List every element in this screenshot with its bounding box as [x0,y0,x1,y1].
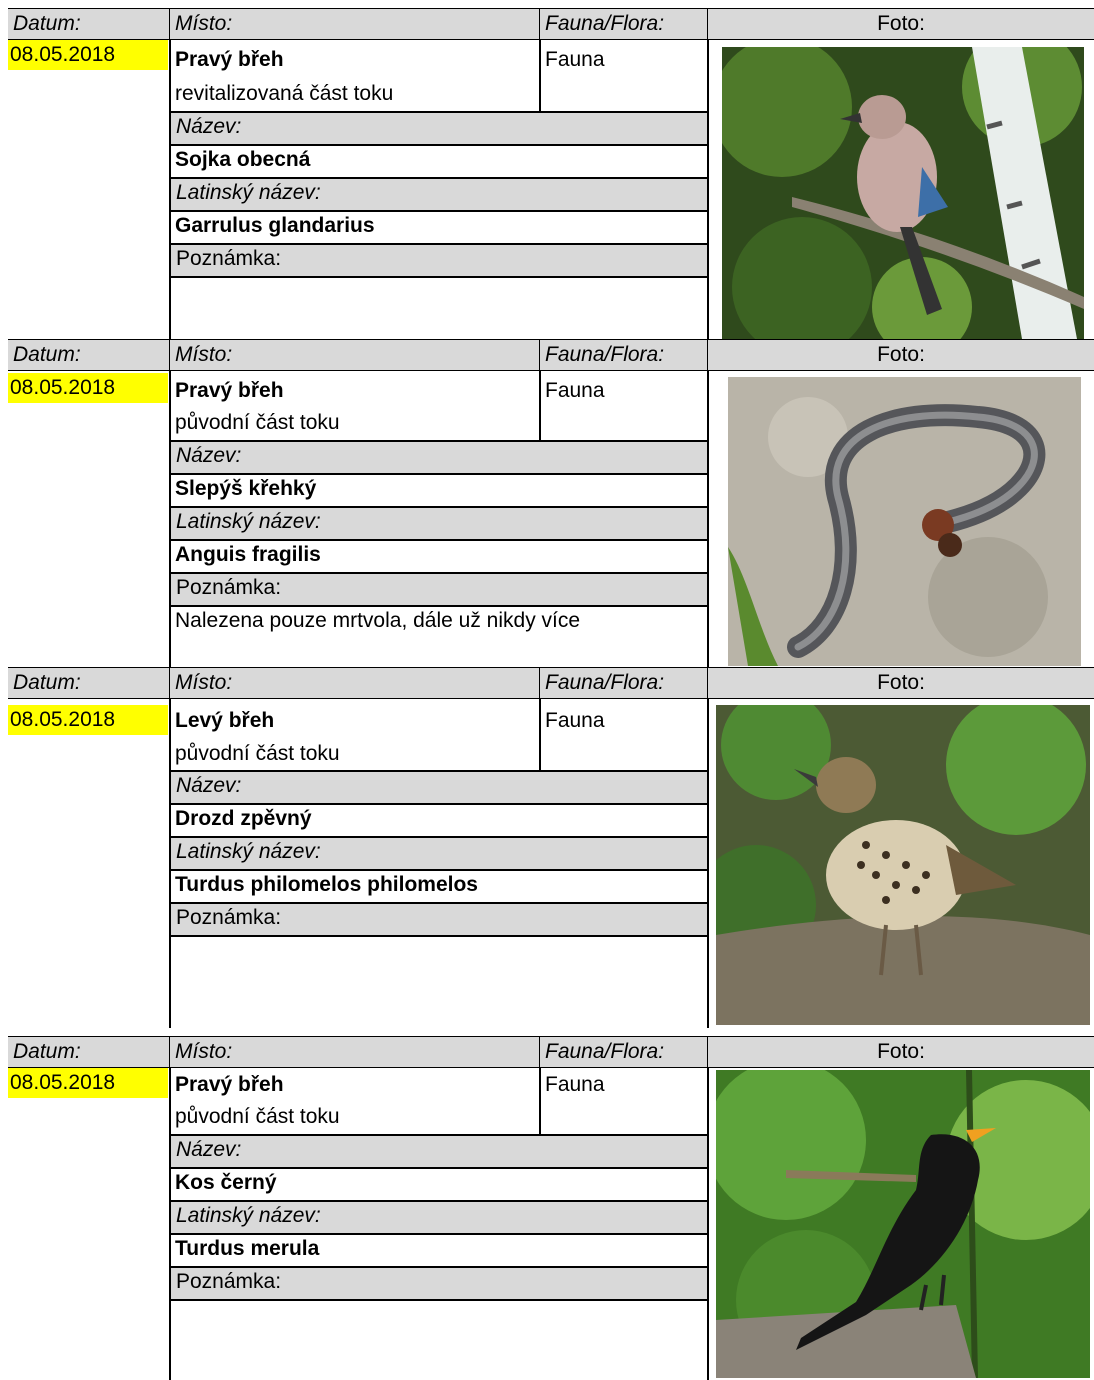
date-value: 08.05.2018 [8,1068,168,1098]
place-value: Pravý břeh [175,48,284,71]
date-header: Datum: [8,667,170,699]
latin-label: Latinský název: [171,507,708,539]
name-label: Název: [171,112,708,144]
date-value: 08.05.2018 [8,373,168,403]
species-name: Slepýš křehký [175,477,317,500]
latin-name: Turdus merula [175,1237,320,1260]
note-label: Poznámka: [171,244,708,276]
note-label: Poznámka: [171,1267,708,1299]
latin-name: Turdus philomelos philomelos [175,873,478,896]
place-header: Místo: [170,1036,540,1068]
record-block: Datum: Místo: Fauna/Flora: Foto: 08.05.2… [8,1036,1094,1380]
date-value: 08.05.2018 [8,705,168,735]
place-header: Místo: [170,667,540,699]
fauna-flora-value: Fauna [545,709,605,732]
note-value [170,280,708,310]
jay-photo [722,47,1084,339]
photo-header: Foto: [708,339,1094,371]
note-label: Poznámka: [171,573,708,605]
note-value [170,1303,708,1333]
place-header: Místo: [170,8,540,40]
record-block: Datum: Místo: Fauna/Flora: Foto: 08.05.2… [8,8,1094,339]
species-name: Kos černý [175,1171,277,1194]
photo-header: Foto: [708,667,1094,699]
date-header: Datum: [8,8,170,40]
note-label: Poznámka: [171,903,708,935]
slowworm-photo [728,377,1081,666]
name-label: Název: [171,1135,708,1167]
note-value: Nalezena pouze mrtvola, dále už nikdy ví… [175,609,581,632]
date-header: Datum: [8,339,170,371]
fauna-flora-header: Fauna/Flora: [540,1036,708,1068]
record-block: Datum: Místo: Fauna/Flora: Foto: 08.05.2… [8,667,1094,1028]
name-label: Název: [171,441,708,473]
song-thrush-photo [716,705,1090,1025]
place-detail: původní část toku [175,1105,340,1128]
fauna-flora-value: Fauna [545,48,605,71]
fauna-flora-value: Fauna [545,1073,605,1096]
species-name: Sojka obecná [175,148,311,171]
species-name: Drozd zpěvný [175,807,312,830]
fauna-flora-header: Fauna/Flora: [540,8,708,40]
latin-name: Anguis fragilis [175,543,321,566]
latin-label: Latinský název: [171,837,708,869]
fauna-flora-value: Fauna [545,379,605,402]
note-value [170,939,708,969]
place-header: Místo: [170,339,540,371]
place-detail: původní část toku [175,411,340,434]
photo-header: Foto: [708,1036,1094,1068]
place-value: Levý břeh [175,709,275,732]
latin-name: Garrulus glandarius [175,214,375,237]
place-value: Pravý břeh [175,379,284,402]
date-header: Datum: [8,1036,170,1068]
date-value: 08.05.2018 [8,40,168,70]
place-detail: revitalizovaná část toku [175,82,394,105]
latin-label: Latinský název: [171,1201,708,1233]
fauna-flora-header: Fauna/Flora: [540,667,708,699]
place-value: Pravý břeh [175,1073,284,1096]
photo-header: Foto: [708,8,1094,40]
fauna-flora-header: Fauna/Flora: [540,339,708,371]
record-block: Datum: Místo: Fauna/Flora: Foto: 08.05.2… [8,339,1094,667]
place-detail: původní část toku [175,742,340,765]
blackbird-photo [716,1070,1090,1378]
latin-label: Latinský název: [171,178,708,210]
name-label: Název: [171,771,708,803]
